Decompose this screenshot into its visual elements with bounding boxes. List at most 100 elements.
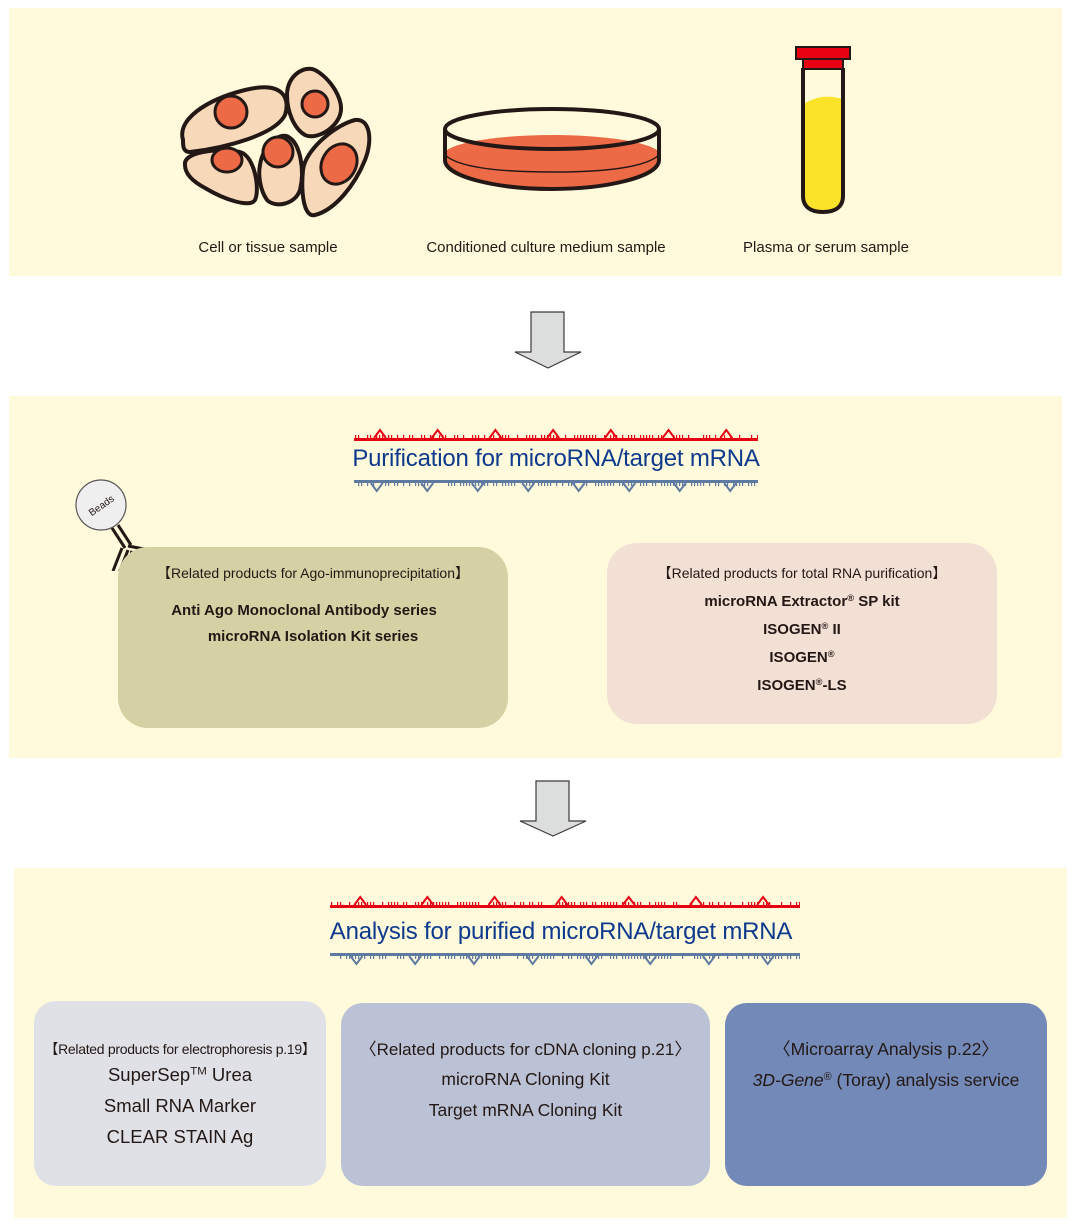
rna-base-tick <box>706 435 708 438</box>
rna-base-tick <box>583 435 585 438</box>
rna-base-tick <box>340 956 342 959</box>
rna-base-tick <box>703 435 705 438</box>
rna-base-tick <box>358 902 360 905</box>
rna-base-tick <box>358 956 360 959</box>
rna-strand-red-icon <box>330 895 800 908</box>
rna-base-tick <box>628 483 630 486</box>
rna-base-tick <box>622 435 624 438</box>
rna-base-tick <box>469 483 471 486</box>
rna-base-tick <box>625 956 627 959</box>
rna-loop <box>373 428 387 439</box>
total-product: microRNA Extractor® SP kit <box>704 592 900 610</box>
rna-loop <box>521 482 536 493</box>
total-product: ISOGEN® II <box>763 620 841 638</box>
rna-base-tick <box>607 902 609 905</box>
rna-base-tick <box>400 956 402 959</box>
rna-base-tick <box>742 483 744 486</box>
rna-base-tick <box>496 902 498 905</box>
electro-product: CLEAR STAIN Ag <box>106 1126 254 1147</box>
rna-base-tick <box>730 902 732 905</box>
rna-base-tick <box>670 483 672 486</box>
rna-base-tick <box>493 956 495 959</box>
rna-base-tick <box>658 902 660 905</box>
rna-loop <box>467 955 481 966</box>
rna-base-tick <box>592 435 594 438</box>
electro-product: Small RNA Marker <box>103 1095 257 1116</box>
rna-base-tick <box>451 483 453 486</box>
rna-loop <box>643 955 657 966</box>
microarray-product: 3D-Gene® (Toray) analysis service <box>752 1070 1020 1090</box>
purification-title: Purification for microRNA/target mRNA <box>352 445 760 472</box>
rna-base-tick <box>757 435 758 438</box>
rna-base-tick <box>718 483 720 486</box>
rna-base-tick <box>568 956 570 959</box>
rna-base-tick <box>790 956 792 959</box>
rna-base-tick <box>589 956 591 959</box>
rna-base-tick <box>541 902 543 905</box>
rna-base-tick <box>589 435 591 438</box>
rna-base-tick <box>409 435 411 438</box>
rna-base-tick <box>457 902 459 905</box>
rna-backbone <box>354 438 758 441</box>
rna-base-tick <box>541 435 543 438</box>
cdna-product: microRNA Cloning Kit <box>441 1069 610 1089</box>
rna-base-tick <box>652 483 654 486</box>
rna-base-tick <box>529 435 531 438</box>
rna-base-tick <box>430 435 432 438</box>
ago-product: Anti Ago Monoclonal Antibody series <box>171 602 437 619</box>
rna-base-tick <box>694 956 696 959</box>
rna-base-tick <box>715 483 717 486</box>
rna-base-tick <box>778 956 780 959</box>
rna-base-tick <box>430 902 432 905</box>
rna-base-tick <box>742 902 744 905</box>
rna-base-tick <box>586 902 588 905</box>
rna-base-tick <box>577 956 579 959</box>
rna-loop <box>760 955 775 966</box>
rna-base-tick <box>538 483 540 486</box>
rna-base-tick <box>523 956 525 959</box>
rna-base-tick <box>460 902 462 905</box>
rna-base-tick <box>601 902 603 905</box>
rna-base-tick <box>661 956 663 959</box>
rna-base-tick <box>358 435 360 438</box>
rna-base-tick <box>643 956 645 959</box>
rna-base-tick <box>751 902 753 905</box>
rna-loop <box>719 428 734 439</box>
rna-base-tick <box>658 435 660 438</box>
rna-base-tick <box>433 902 435 905</box>
rna-base-tick <box>505 483 507 486</box>
rna-loop <box>349 955 364 966</box>
total-product: ISOGEN® <box>769 648 835 666</box>
rna-base-tick <box>517 956 519 959</box>
rna-base-tick <box>415 902 417 905</box>
rna-base-tick <box>337 902 339 905</box>
rna-base-tick <box>469 902 471 905</box>
rna-base-tick <box>757 956 759 959</box>
rna-base-tick <box>412 435 414 438</box>
rna-loop <box>525 955 540 966</box>
rna-base-tick <box>379 956 381 959</box>
rna-base-tick <box>361 483 363 486</box>
rna-base-tick <box>751 435 753 438</box>
rna-base-tick <box>430 956 432 959</box>
rna-base-tick <box>508 435 510 438</box>
rna-base-tick <box>532 956 534 959</box>
rna-base-tick <box>541 483 543 486</box>
rna-base-tick <box>550 435 552 438</box>
rna-base-tick <box>355 435 357 438</box>
test-tube-icon <box>795 46 851 215</box>
rna-loop <box>488 428 503 439</box>
rna-loop <box>420 482 435 493</box>
rna-base-tick <box>346 956 348 959</box>
rna-base-tick <box>382 956 384 959</box>
rna-base-tick <box>562 483 564 486</box>
microarray-analysis-box: 〈Microarray Analysis p.22〉 3D-Gene® (Tor… <box>725 1003 1047 1186</box>
rna-base-tick <box>424 956 426 959</box>
rna-base-tick <box>595 435 597 438</box>
rna-base-tick <box>511 483 513 486</box>
rna-base-tick <box>634 956 636 959</box>
rna-base-tick <box>544 435 546 438</box>
rna-base-tick <box>418 956 420 959</box>
rna-base-tick <box>490 956 492 959</box>
rna-base-tick <box>676 435 678 438</box>
